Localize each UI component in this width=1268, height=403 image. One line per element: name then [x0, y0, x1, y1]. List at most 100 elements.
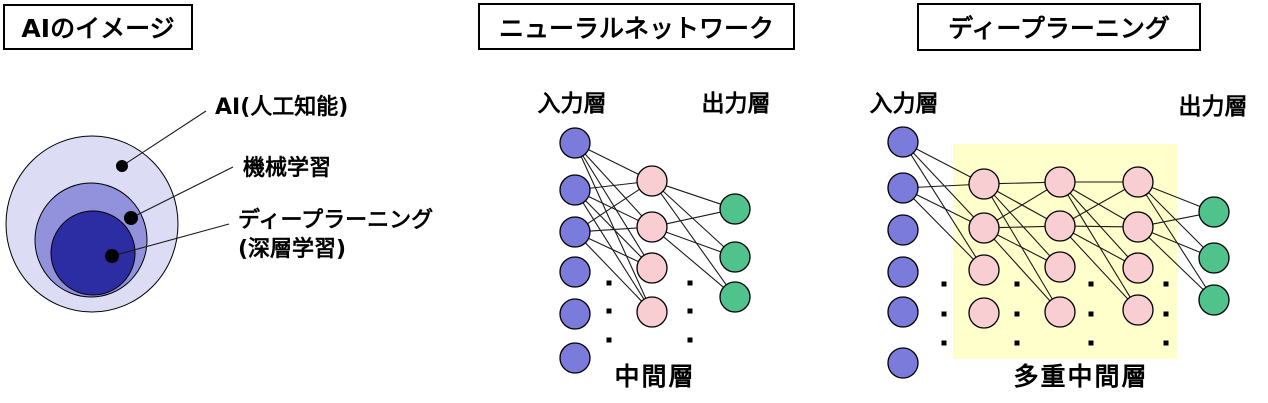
nn-output-node-1: [719, 241, 751, 273]
nn-ellipsis-dot-0-0: [606, 280, 612, 286]
dl-ellipsis-dot-3-2: [1163, 340, 1169, 346]
dl-ellipsis-dot-3-1: [1163, 311, 1169, 317]
dl-output-layer-label: 出力層: [1178, 94, 1248, 120]
dl-edge-hidden30-output0: [1151, 186, 1201, 208]
dl-hidden3-node-1: [1122, 211, 1154, 243]
deep-learning-panel-title-label: ディープラーニング: [948, 14, 1170, 43]
dl-edge-input1-hidden10: [917, 184, 970, 188]
nn-edge-input2-hidden3: [585, 242, 642, 302]
nn-edge-input1-hidden1: [588, 196, 639, 221]
dl-input-node-5: [887, 347, 919, 379]
dl-edge-hidden30-output2: [1145, 194, 1207, 288]
dl-edge-hidden11-hidden23: [993, 238, 1051, 302]
nn-hidden-node-0: [636, 165, 668, 197]
dl-hidden2-node-1: [1044, 210, 1076, 242]
dl-ellipsis-dot-3-0: [1163, 281, 1169, 287]
nn-hidden-node-1: [636, 211, 668, 243]
venn-callout-dot-0: [116, 160, 128, 172]
nn-edge-input2-hidden0: [587, 188, 640, 225]
dl-edge-hidden20-hidden32: [1069, 192, 1129, 258]
dl-edge-hidden11-hidden21: [998, 225, 1046, 229]
dl-edge-input0-hidden11: [912, 152, 975, 218]
venn-label-deep-learning: ディープラーニング (深層学習): [238, 206, 433, 264]
dl-edge-hidden31-output1: [1151, 232, 1201, 253]
nn-edge-input2-hidden1: [589, 227, 638, 232]
dl-hidden2-node-3: [1044, 296, 1076, 328]
venn-label-deep-learning-line2: (深層学習): [238, 237, 347, 262]
nn-input-node-5: [559, 342, 591, 374]
dl-ellipsis-dot-0-1: [941, 311, 947, 317]
dl-ellipsis-dot-1-2: [1014, 340, 1020, 346]
dl-input-node-2: [887, 214, 919, 246]
nn-edge-hidden1-output0: [666, 211, 721, 225]
dl-edge-hidden21-hidden32: [1072, 232, 1126, 262]
dl-hidden3-node-2: [1122, 252, 1154, 284]
nn-input-node-2: [559, 216, 591, 248]
nn-edge-input2-hidden2: [588, 237, 639, 263]
dl-edge-input0-hidden12: [910, 154, 977, 258]
dl-input-node-4: [887, 296, 919, 328]
venn-callout-line-2: [111, 223, 230, 257]
dl-ellipsis-dot-0-0: [941, 281, 947, 287]
dl-hidden1-node-0: [968, 168, 1000, 200]
nn-hidden-node-3: [636, 296, 668, 328]
dl-output-node-1: [1198, 242, 1230, 274]
dl-ellipsis-dot-0-2: [941, 340, 947, 346]
dl-edge-hidden21-hidden33: [1069, 236, 1129, 300]
dl-input-node-0: [887, 126, 919, 158]
venn-label-ai: AI(人工知能): [215, 95, 349, 120]
venn-circle-dl-inner: [50, 210, 136, 296]
venn-panel-title-label: AIのイメージ: [21, 14, 175, 43]
nn-ellipsis-dot-0-1: [606, 308, 612, 314]
dl-edge-hidden10-hidden20: [998, 181, 1046, 185]
dl-hidden2-node-0: [1044, 166, 1076, 198]
deep-learning-panel-title: ディープラーニング: [917, 3, 1201, 51]
nn-edge-hidden0-output0: [666, 185, 721, 205]
nn-edge-input0-hidden2: [582, 155, 645, 256]
dl-edge-input1-hidden12: [913, 198, 974, 260]
dl-ellipsis-dot-1-1: [1014, 311, 1020, 317]
dl-edge-input0-hidden10: [916, 148, 971, 178]
nn-output-node-0: [719, 193, 751, 225]
dl-output-node-0: [1198, 196, 1230, 228]
nn-hidden-layer-label: 中間層: [614, 362, 696, 391]
dl-hidden3-node-3: [1122, 294, 1154, 326]
nn-output-layer-label: 出力層: [701, 91, 771, 117]
nn-hidden-node-2: [636, 252, 668, 284]
dl-edge-hidden31-output0: [1152, 214, 1200, 225]
dl-edge-hidden10-hidden22: [993, 194, 1051, 257]
nn-output-node-2: [719, 281, 751, 313]
dl-input-node-1: [887, 172, 919, 204]
dl-hidden1-node-2: [968, 254, 1000, 286]
dl-hidden1-node-3: [968, 297, 1000, 329]
venn-callout-dot-1: [124, 211, 138, 225]
venn-callout-line-0: [121, 110, 207, 167]
dl-ellipsis-dot-2-1: [1088, 311, 1094, 317]
dl-ellipsis-dot-1-0: [1014, 281, 1020, 287]
dl-ellipsis-dot-2-0: [1088, 281, 1094, 287]
dl-input-layer-label: 入力層: [869, 91, 939, 117]
nn-ellipsis-dot-1-0: [687, 280, 693, 286]
dl-input-node-3: [887, 256, 919, 288]
nn-ellipsis-dot-1-2: [687, 337, 693, 343]
nn-edge-input0-hidden3: [580, 156, 647, 299]
dl-ellipsis-dot-2-2: [1088, 340, 1094, 346]
nn-ellipsis-dot-0-2: [606, 337, 612, 343]
nn-edge-input1-hidden3: [582, 202, 645, 300]
nn-edge-hidden1-output1: [665, 231, 722, 253]
nn-edge-hidden0-output1: [662, 190, 725, 248]
dl-edge-hidden31-output2: [1148, 236, 1204, 291]
nn-edge-hidden0-output2: [660, 192, 727, 286]
neural-network-panel-title: ニューラルネットワーク: [478, 3, 795, 50]
venn-callout-line-1: [130, 166, 234, 219]
nn-input-node-0: [559, 127, 591, 159]
nn-input-node-3: [559, 256, 591, 288]
nn-input-layer-label: 入力層: [537, 91, 607, 117]
dl-output-node-2: [1198, 284, 1230, 316]
venn-label-deep-learning-line1: ディープラーニング: [238, 208, 434, 233]
nn-edge-input0-hidden0: [588, 149, 639, 175]
dl-multi-hidden-layer-label: 多重中間層: [1013, 362, 1149, 391]
nn-ellipsis-dot-1-1: [687, 308, 693, 314]
nn-edge-hidden1-output2: [663, 236, 724, 288]
